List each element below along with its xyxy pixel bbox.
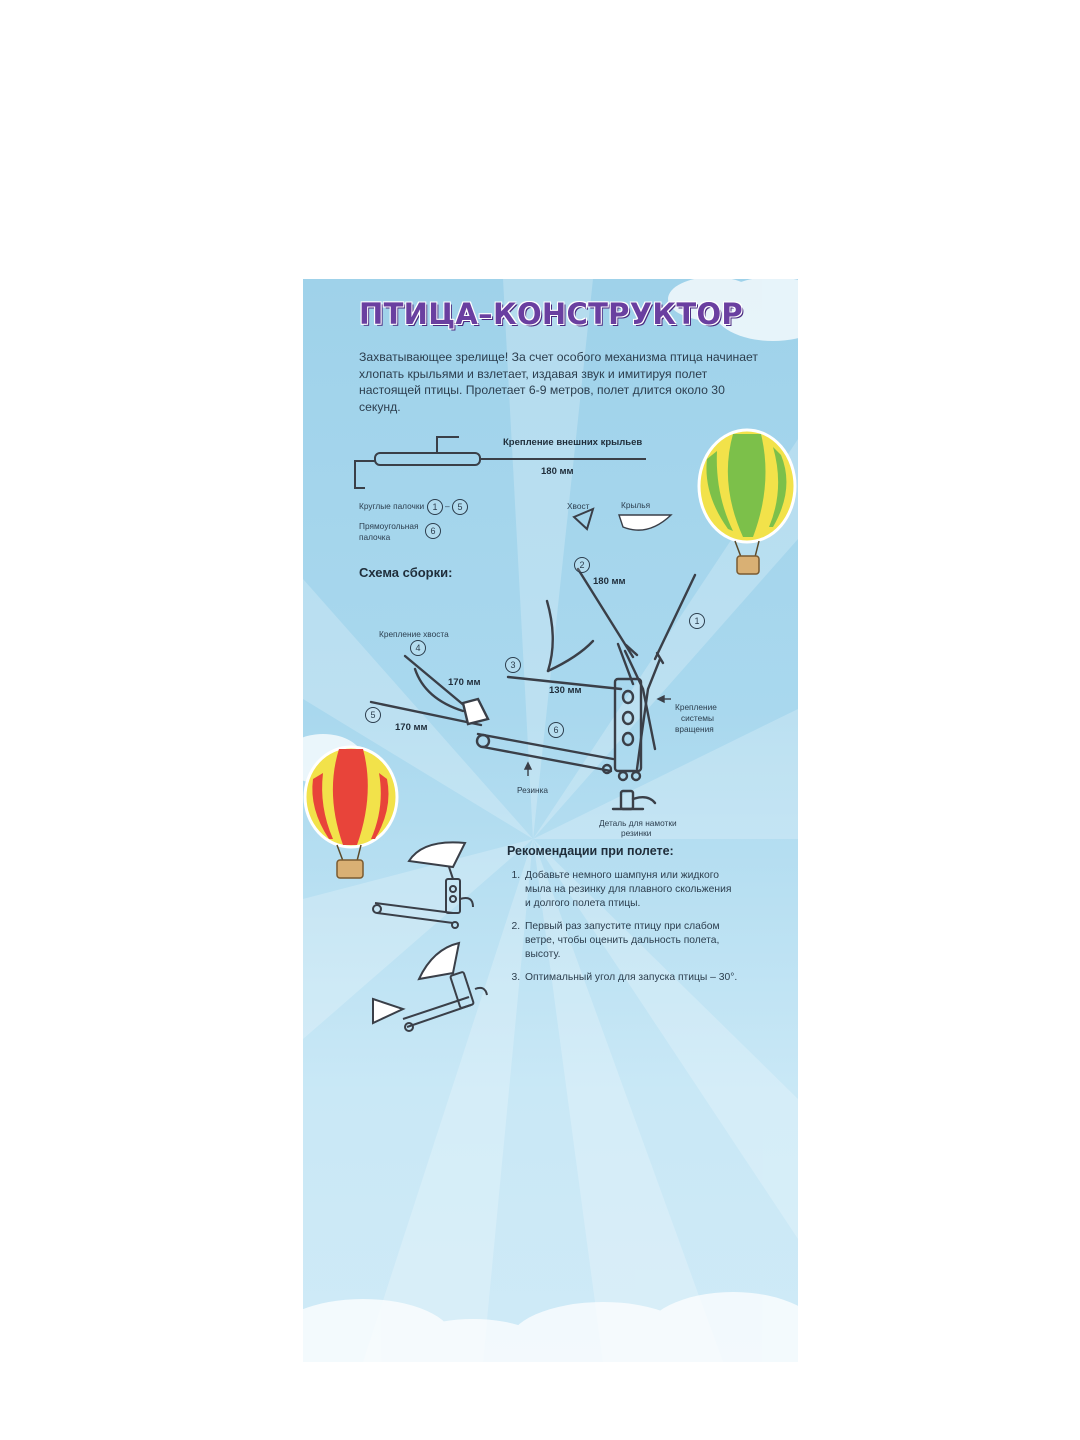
recommendation-item: Первый раз запустите птицу при слабом ве…: [523, 920, 738, 962]
number-6-badge: 6: [425, 523, 441, 539]
range-dash: –: [445, 501, 450, 511]
number-5-badge: 5: [452, 499, 468, 515]
wings-label: Крылья: [621, 500, 651, 510]
length-180-label: 180 мм: [593, 576, 626, 587]
page-title: ПТИЦА–КОНСТРУКТОР: [359, 297, 743, 331]
outer-wing-mount-label: Крепление внешних крыльев: [503, 437, 643, 448]
assembly-number-1: 1: [689, 613, 705, 629]
rotation-mount-label-2: системы: [681, 713, 714, 723]
recommendations-heading: Рекомендации при полете:: [507, 844, 674, 858]
hot-air-balloon-right-icon: [697, 428, 797, 575]
balloons-illustration: [303, 428, 797, 879]
rotation-mount-label-1: Крепление: [675, 702, 717, 712]
assembly-heading: Схема сборки:: [359, 565, 453, 580]
length-180-top-label: 180 мм: [541, 466, 574, 477]
assembly-number-2: 2: [574, 557, 590, 573]
assembly-number-6: 6: [548, 722, 564, 738]
rect-stick-label-1: Прямоугольная: [359, 521, 419, 531]
length-130-label: 130 мм: [549, 685, 582, 696]
instruction-leaflet: ПТИЦА–КОНСТРУКТОР Захватывающее зрелище!…: [303, 279, 798, 1362]
intro-text: Захватывающее зрелище! За счет особого м…: [359, 350, 758, 414]
rect-stick-label-2: палочка: [359, 532, 391, 542]
assembly-diagram: [369, 567, 697, 811]
number-1-badge: 1: [427, 499, 443, 515]
sky-background: [303, 279, 798, 1362]
tail-mount-label: Крепление хвоста: [379, 629, 449, 639]
round-sticks-label: Круглые палочки: [359, 501, 425, 511]
winding-part-label-2: резинки: [621, 828, 652, 838]
recommendation-item: Оптимальный угол для запуска птицы – 30°…: [523, 971, 738, 985]
assembly-number-3: 3: [505, 657, 521, 673]
parts-diagram: [354, 436, 673, 531]
assembly-number-4: 4: [410, 640, 426, 656]
assembly-number-5: 5: [365, 707, 381, 723]
tail-label: Хвост: [567, 501, 590, 511]
rotation-mount-label-3: вращения: [675, 724, 714, 734]
length-170-upper-label: 170 мм: [448, 677, 481, 688]
recommendation-item: Добавьте немного шампуня или жидкого мыл…: [523, 869, 738, 911]
winding-part-label-1: Деталь для намотки: [599, 818, 677, 828]
length-170-lower-label: 170 мм: [395, 722, 428, 733]
recommendations-list: Добавьте немного шампуня или жидкого мыл…: [507, 869, 738, 994]
flight-illustration: [372, 841, 488, 1032]
hot-air-balloon-left-icon: [303, 745, 399, 879]
rubber-band-label: Резинка: [517, 785, 549, 795]
